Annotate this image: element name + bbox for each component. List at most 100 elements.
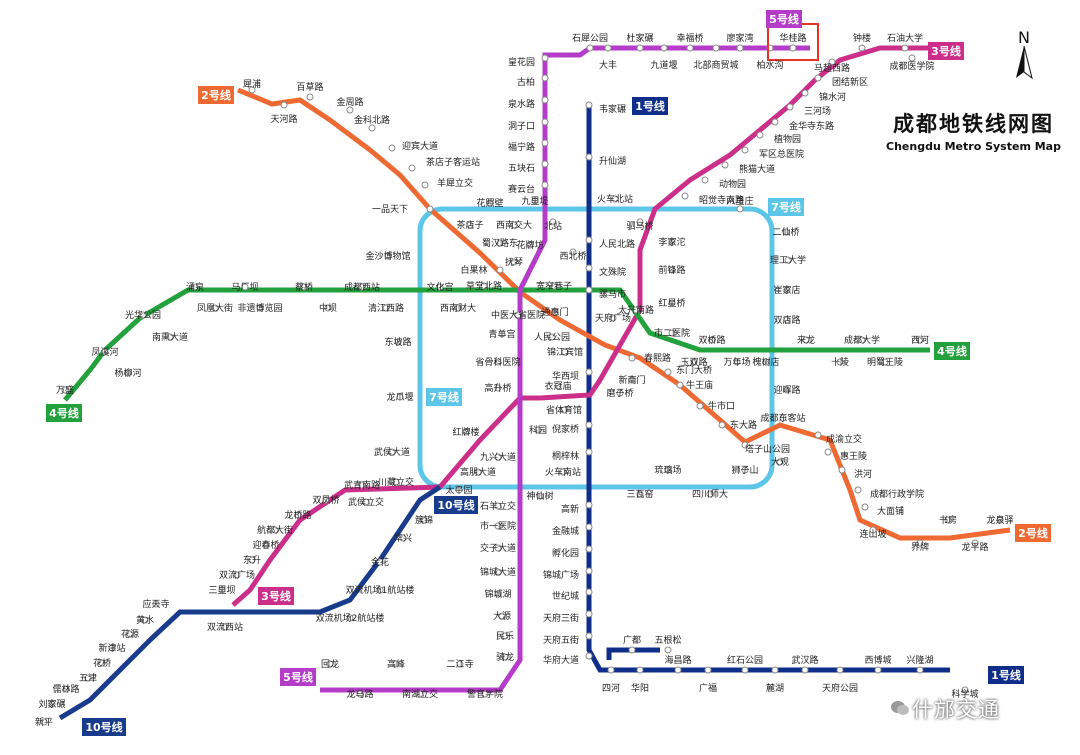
station-marker <box>248 86 256 94</box>
station-marker <box>668 238 676 246</box>
station-marker <box>971 539 979 547</box>
station-marker <box>783 286 791 294</box>
station-label: 科学城 <box>951 688 978 700</box>
station-marker <box>814 74 822 82</box>
station-marker <box>704 666 712 674</box>
line-badge-bg <box>258 587 294 605</box>
station-label: 北部商贸城 <box>693 59 738 71</box>
station-label: 九兴大道 <box>480 451 516 463</box>
line-badge-label: 7号线 <box>771 200 801 214</box>
station-label: 刘家碾 <box>38 698 65 710</box>
station-label: 四川师大 <box>692 488 728 500</box>
line-badge-bg <box>934 342 970 360</box>
station-marker <box>541 74 549 82</box>
station-marker <box>548 333 556 341</box>
compass: N <box>1004 28 1044 88</box>
station-marker <box>550 282 558 290</box>
station-label: 骑龙 <box>496 651 514 663</box>
station-marker <box>828 58 836 66</box>
station-marker <box>534 426 542 434</box>
station-marker <box>221 623 229 631</box>
station-label: 金科北路 <box>354 114 390 126</box>
station-marker <box>686 44 694 52</box>
station-label: 凤凰大街 <box>197 302 233 314</box>
station-label: 光华公园 <box>125 309 161 321</box>
station-marker <box>789 44 797 52</box>
station-marker <box>510 258 518 266</box>
line-badge-label: 2号线 <box>1018 526 1048 540</box>
station-marker <box>541 160 549 168</box>
station-label: 大丰 <box>599 59 617 71</box>
station-label: 省体育馆 <box>546 404 582 416</box>
station-label: 川藏立交 <box>378 476 414 488</box>
station-marker <box>628 646 636 654</box>
station-marker <box>585 264 593 272</box>
station-label: 倪家桥 <box>552 423 579 435</box>
station-label: 太升南路 <box>618 304 654 316</box>
station-marker <box>526 241 534 249</box>
station-label: 民乐 <box>496 630 514 642</box>
watermark-text: 什邡交通 <box>912 698 1000 722</box>
station-marker <box>481 690 489 698</box>
line-badge-label: 3号线 <box>931 44 961 58</box>
station-label: 儒林路 <box>52 683 79 695</box>
station-marker <box>771 118 779 126</box>
station-marker <box>541 181 549 189</box>
station-marker <box>394 338 402 346</box>
station-marker <box>474 468 482 476</box>
station-marker <box>376 586 384 594</box>
station-marker <box>322 496 330 504</box>
station-marker <box>668 266 676 274</box>
station-label: 人民北路 <box>599 238 635 250</box>
station-label: 警官学院 <box>467 688 503 700</box>
station-label: 人民公园 <box>534 332 570 343</box>
station-marker <box>48 700 56 708</box>
labels-layer: 石犀公园杜家碾幸福桥廖家湾华桂路钟楼石油大学大丰九道堰北部商贸城柏水沟马超西路成… <box>35 10 1051 736</box>
station-label: 天府广场 <box>595 312 631 324</box>
station-marker <box>776 458 784 466</box>
line3-route <box>231 45 935 607</box>
station-marker <box>141 616 149 624</box>
station-marker <box>211 304 219 312</box>
station-label: 草堂北路 <box>466 280 502 292</box>
station-marker <box>541 139 549 147</box>
station-label: 九道堰 <box>650 59 677 71</box>
line-badge-bg <box>46 404 82 422</box>
station-label: 市二医院 <box>654 327 690 339</box>
station-label: 古柏 <box>517 76 535 88</box>
station-label: 塔子山公园 <box>745 443 790 455</box>
station-marker <box>541 118 549 126</box>
station-marker <box>741 441 749 449</box>
station-label: 天河路 <box>270 113 297 125</box>
station-label: 羊犀立交 <box>437 177 473 189</box>
station-marker <box>501 653 509 661</box>
station-marker <box>836 358 844 366</box>
station-label: 石油大学 <box>887 32 923 44</box>
station-label: 黄水 <box>136 614 154 626</box>
line-badge-line3: 3号线 <box>258 587 294 605</box>
station-marker <box>762 358 770 366</box>
station-label: 三河场 <box>804 105 831 117</box>
station-marker <box>636 44 644 52</box>
station-marker <box>801 89 809 97</box>
station-label: 华桂路 <box>779 32 806 44</box>
station-marker <box>736 205 744 213</box>
station-label: 非遗博览园 <box>237 302 282 314</box>
station-marker <box>61 386 69 394</box>
station-label: 茶店子 <box>456 219 483 231</box>
station-marker <box>280 101 288 109</box>
station-label: 明蜀王陵 <box>867 357 903 368</box>
station-label: 新津站 <box>98 642 125 654</box>
station-label: 高峰 <box>387 658 405 670</box>
station-marker <box>664 646 672 654</box>
station-label: 武侯大道 <box>374 446 410 458</box>
station-label: 华西坝 <box>552 370 579 382</box>
north-arrow-icon <box>1016 45 1033 80</box>
station-marker <box>585 236 593 244</box>
station-marker <box>708 336 716 344</box>
station-label: 惠王陵 <box>840 450 867 462</box>
station-marker <box>462 428 470 436</box>
station-marker <box>607 666 615 674</box>
station-label: 孵化园 <box>552 547 579 559</box>
station-label: 华兴 <box>394 532 412 544</box>
